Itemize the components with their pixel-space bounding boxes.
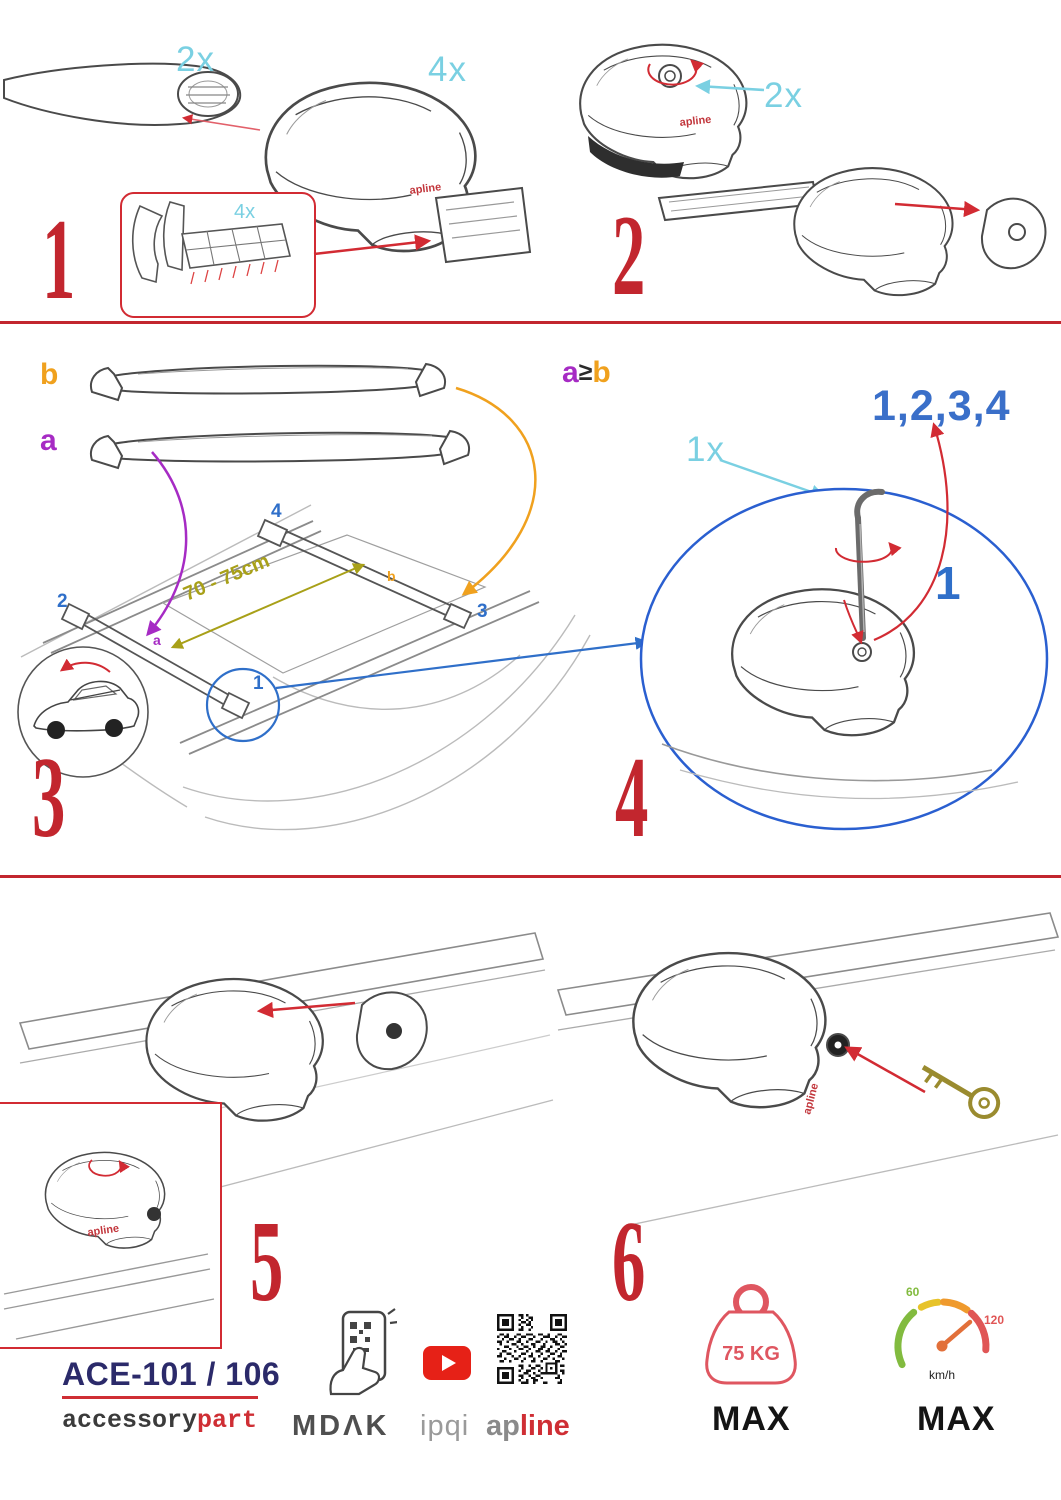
crossbar-b-illustration — [90, 362, 446, 402]
bar-b-label: b — [40, 358, 59, 391]
sequence-arrow — [873, 422, 949, 642]
max-weight-value: 75 KG — [722, 1343, 780, 1365]
length-condition: a≥b — [562, 356, 611, 390]
bar-a-label: a — [40, 424, 57, 457]
step-number-1: 1 — [42, 196, 76, 323]
speedometer-icon: 60 120 km/h — [894, 1285, 1004, 1382]
step-number-6: 6 — [612, 1198, 646, 1325]
clamp-logo-text: apline — [679, 114, 712, 129]
bar-a-pointer-arrow — [146, 451, 188, 637]
step1-clamp-quantity: 4x — [428, 50, 467, 89]
roof-bar-illustration — [3, 62, 242, 126]
model-underline — [62, 1396, 258, 1399]
pads-inset-box: 4x — [120, 192, 316, 318]
locked-clamp-illustration: apline — [3, 1151, 215, 1340]
apline-logo-text: apline — [486, 1410, 570, 1443]
product-model: ACE-101 / 106 — [62, 1356, 281, 1392]
car-inset-illustration — [17, 646, 149, 778]
position1-highlight-circle — [205, 667, 281, 743]
speedometer-needle — [939, 1319, 973, 1349]
max-weight-icon: 75 KG — [705, 1284, 797, 1385]
brand-wordmark: accessorypart — [62, 1406, 257, 1435]
step1-clamp-illustration: apline — [264, 81, 532, 264]
locked-inset-box: apline — [0, 1102, 222, 1349]
first-position-label: 1 — [935, 557, 961, 609]
position-3-label: 3 — [477, 601, 488, 622]
roof-installation-illustration: 70 - 75cm 2 4 3 1 a b — [20, 501, 591, 831]
crossbar-a-illustration — [90, 429, 470, 470]
key-insert-arrow — [844, 1046, 926, 1094]
distance-arrow — [170, 563, 366, 649]
condition-operator: ≥ — [578, 358, 593, 386]
step2-bolt-arrow — [695, 79, 765, 95]
apline-ap: ap — [486, 1410, 520, 1442]
youtube-icon — [423, 1346, 471, 1380]
rotation-arrow — [834, 542, 902, 563]
roof-mark-a: a — [153, 632, 161, 648]
insert-arrow — [843, 599, 864, 645]
section-divider-1 — [0, 321, 1061, 324]
condition-b: b — [592, 356, 611, 389]
step-number-2: 2 — [612, 192, 646, 319]
inset-to-clamp-arrow — [313, 234, 432, 256]
step-number-5: 5 — [250, 1198, 284, 1325]
allen-key-icon — [854, 488, 885, 641]
brand-part: part — [197, 1406, 258, 1435]
tool-pointer-arrow — [719, 458, 826, 500]
position-4-label: 4 — [271, 501, 282, 522]
bar-b-pointer-arrow — [455, 386, 537, 596]
condition-a: a — [562, 356, 579, 389]
step2-clamp-illustration: apline — [579, 43, 748, 180]
step6-clamp-illustration: apline — [632, 951, 850, 1116]
position-1-label: 1 — [253, 673, 264, 694]
brand-accessory: accessory — [62, 1406, 198, 1435]
clamp-logo-text: apline — [87, 1223, 120, 1239]
step2-bolt-quantity: 2x — [764, 76, 803, 115]
step-number-3: 3 — [32, 734, 66, 861]
phone-qr-icon — [329, 1308, 397, 1396]
zoom-link-arrow — [275, 636, 649, 690]
roof-mark-b: b — [387, 568, 396, 584]
speed-max-label: MAX — [917, 1400, 996, 1438]
pads-inset-illustration: 4x — [131, 201, 291, 285]
speed-high-label: 120 — [984, 1313, 1004, 1327]
ipqi-logo-text: ipqi — [420, 1410, 470, 1442]
key-icon — [921, 1065, 1001, 1120]
tool-quantity: 1x — [686, 430, 725, 469]
step-number-4: 4 — [615, 734, 649, 861]
mdak-logo-text: MDΛK — [292, 1410, 390, 1442]
tightening-detail-illustration — [639, 487, 1049, 831]
slide-cover-arrow — [256, 1001, 356, 1019]
pads-quantity: 4x — [234, 201, 255, 223]
weight-max-label: MAX — [712, 1400, 791, 1438]
step1-bar-quantity: 2x — [176, 40, 215, 79]
clamp-logo-text: apline — [409, 181, 442, 197]
speed-low-label: 60 — [906, 1285, 920, 1299]
tighten-sequence: 1,2,3,4 — [872, 382, 1011, 430]
position-2-label: 2 — [57, 591, 68, 612]
qr-code — [497, 1314, 567, 1384]
apline-line: line — [519, 1410, 570, 1442]
section-divider-2 — [0, 875, 1061, 878]
speed-unit-label: km/h — [929, 1368, 955, 1382]
step2-assembly-illustration — [657, 167, 1047, 297]
step5-clamp-illustration — [145, 977, 428, 1122]
bar-pointer-arrow — [181, 114, 261, 131]
